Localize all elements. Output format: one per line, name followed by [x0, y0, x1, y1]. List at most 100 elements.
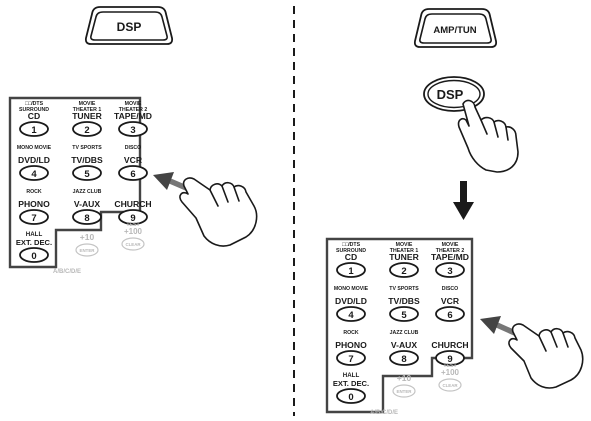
keypad-key-6[interactable]: DISCO VCR 6 [435, 286, 465, 322]
key-oval[interactable] [72, 209, 102, 225]
enter-oval[interactable] [75, 243, 99, 257]
key-oval[interactable] [389, 262, 419, 278]
plus10-label: +10 [80, 232, 95, 242]
key-mode-label: HALL [26, 231, 43, 238]
key-mode-label: THEATER 1 [390, 248, 419, 254]
key-mode-label: MOVIE [396, 242, 413, 248]
down-arrow-icon [453, 181, 474, 220]
key-input-label: TAPE/MD [431, 252, 469, 262]
key-mode-label: MONO MOVIE [334, 286, 369, 292]
keypad-outline [325, 237, 474, 414]
key-mode-label: THEATER 2 [119, 107, 148, 113]
key-input-label: VCR [441, 296, 460, 306]
key-mode-label: THEATER 1 [73, 107, 102, 113]
plus100-label: +100 [124, 227, 143, 236]
key-oval[interactable] [118, 165, 148, 181]
key-input-label: TV/DBS [71, 155, 103, 165]
key-oval[interactable] [336, 262, 366, 278]
key-oval[interactable] [435, 262, 465, 278]
key-mode-label: □□/DTS [342, 242, 361, 248]
key-oval[interactable] [435, 306, 465, 322]
keypad-key-9[interactable]: CHURCH 9 [431, 340, 469, 366]
key-number: 2 [401, 266, 406, 277]
key-mode-label: DISCO [442, 286, 458, 292]
key-number: 7 [31, 213, 36, 224]
clear-oval[interactable] [121, 237, 145, 251]
key-number: 9 [130, 213, 135, 224]
enter-oval[interactable] [392, 384, 416, 398]
key-oval[interactable] [19, 121, 49, 137]
enter-label: ENTER [80, 248, 96, 253]
key-mode-label: SURROUND [336, 248, 366, 254]
clear-oval[interactable] [438, 378, 462, 392]
key-mode-label: □□/DTS [25, 101, 44, 107]
enter-label: ENTER [397, 389, 413, 394]
key-oval[interactable] [336, 306, 366, 322]
key-input-label: VCR [124, 155, 143, 165]
key-number: 1 [31, 125, 37, 136]
pressing-hand-icon [457, 99, 519, 173]
key-mode-label: MONO MOVIE [17, 145, 52, 151]
key-input-label: TUNER [72, 111, 102, 121]
key-input-label: CHURCH [431, 340, 468, 350]
key-mode-label: JAZZ CLUB [390, 330, 419, 336]
amp-tun-panel-button-label: AMP/TUN [433, 25, 476, 36]
key-input-label: V-AUX [74, 199, 101, 209]
key-number: 5 [84, 169, 90, 180]
key-number: 5 [401, 310, 407, 321]
abcde-label: A/B/C/D/E [370, 410, 398, 416]
key-number: 6 [447, 310, 452, 321]
pointing-hand-icon [508, 323, 584, 389]
key-number: 2 [84, 125, 89, 136]
key-oval[interactable] [72, 121, 102, 137]
test-label: TEST [443, 363, 457, 369]
key-input-label: PHONO [335, 340, 367, 350]
plus100-label: +100 [441, 368, 460, 377]
plus10-label: +10 [397, 373, 412, 383]
key-oval[interactable] [118, 209, 148, 225]
key-mode-label: MOVIE [442, 242, 459, 248]
key-oval[interactable] [435, 350, 465, 366]
dsp-panel-button[interactable]: DSP [84, 6, 174, 45]
key-oval[interactable] [336, 388, 366, 404]
key-oval[interactable] [336, 350, 366, 366]
key-number: 1 [348, 266, 354, 277]
key-number: 9 [447, 354, 452, 365]
key-number: 3 [130, 125, 135, 136]
clear-label: CLEAR [125, 242, 141, 247]
key-oval[interactable] [389, 306, 419, 322]
key-oval[interactable] [118, 121, 148, 137]
key-oval[interactable] [19, 209, 49, 225]
key-oval[interactable] [72, 165, 102, 181]
pointing-hand-icon [179, 177, 258, 247]
key-oval[interactable] [19, 247, 49, 263]
key-oval[interactable] [389, 350, 419, 366]
amp-tun-panel-button[interactable]: AMP/TUN [413, 8, 498, 48]
key-input-label: EXT. DEC. [16, 238, 52, 247]
key-oval[interactable] [19, 165, 49, 181]
key-input-label: CD [28, 111, 40, 121]
